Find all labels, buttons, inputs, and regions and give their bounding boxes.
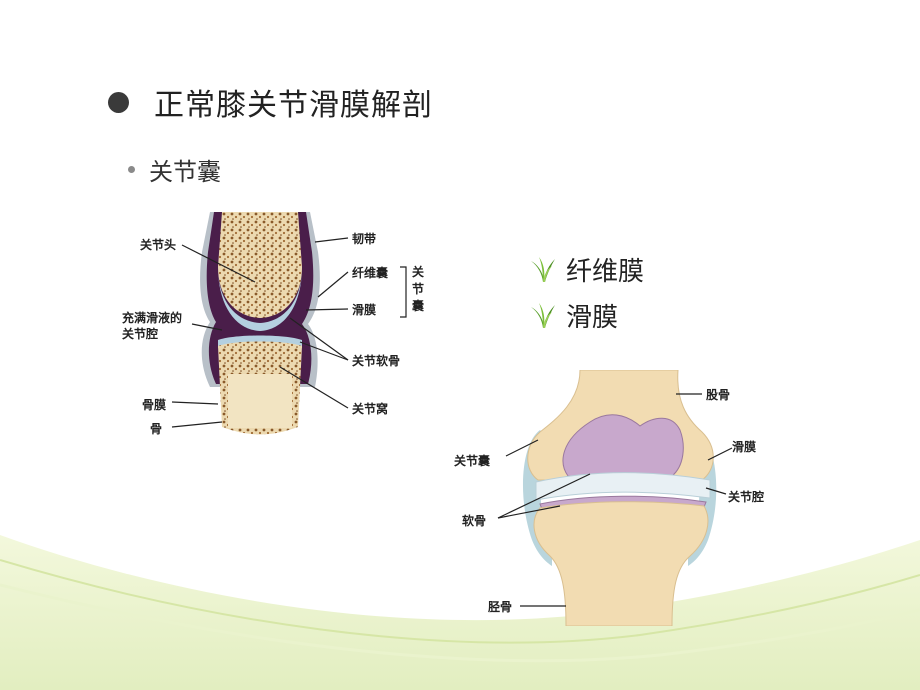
label-synovial: 滑膜 xyxy=(352,303,377,317)
legend: 纤维膜 滑膜 xyxy=(528,246,644,338)
legend-item-synovial: 滑膜 xyxy=(528,292,644,338)
knee-illustration xyxy=(497,369,733,627)
label-bone: 骨 xyxy=(150,422,163,436)
label-cartilage: 软骨 xyxy=(462,514,487,528)
slide-subtitle: 关节囊 xyxy=(149,158,221,186)
slide-title: 正常膝关节滑膜解剖 xyxy=(154,88,433,123)
label-articular-cartilage: 关节软骨 xyxy=(352,354,401,368)
label-synovium: 滑膜 xyxy=(732,440,757,454)
label-joint-head: 关节头 xyxy=(140,238,177,252)
legend-item-fibrous: 纤维膜 xyxy=(528,246,644,292)
label-periosteum: 骨膜 xyxy=(142,398,167,412)
label-fibrous-capsule: 纤维囊 xyxy=(352,266,389,280)
grass-sprout-icon xyxy=(531,303,555,328)
grass-sprout-icon xyxy=(531,257,555,282)
label-femur: 股骨 xyxy=(706,388,731,402)
label-joint-socket: 关节窝 xyxy=(352,402,389,416)
small-bullet-icon xyxy=(128,166,135,173)
joint-anatomy-figure: 关节头 充满滑液的 关节腔 骨膜 骨 韧带 纤维囊 滑膜 关 节 囊 关节软骨 … xyxy=(110,212,440,442)
bullet-icon xyxy=(108,91,129,113)
label-tibia: 胫骨 xyxy=(488,600,513,614)
joint-illustration xyxy=(171,212,407,435)
label-joint-capsule: 关节囊 xyxy=(454,454,491,468)
label-joint-cavity: 关节腔 xyxy=(728,490,765,504)
legend-label: 滑膜 xyxy=(566,302,619,333)
legend-label: 纤维膜 xyxy=(566,256,645,287)
label-capsule-bracket: 关 节 囊 xyxy=(412,265,425,313)
title-row: 正常膝关节滑膜解剖 xyxy=(108,80,433,124)
subtitle-row: 关节囊 xyxy=(128,152,221,187)
knee-anatomy-figure: 股骨 滑膜 关节囊 关节腔 软骨 胫骨 xyxy=(440,369,800,627)
label-ligament: 韧带 xyxy=(352,232,377,246)
label-joint-cavity: 充满滑液的 关节腔 xyxy=(122,311,183,341)
